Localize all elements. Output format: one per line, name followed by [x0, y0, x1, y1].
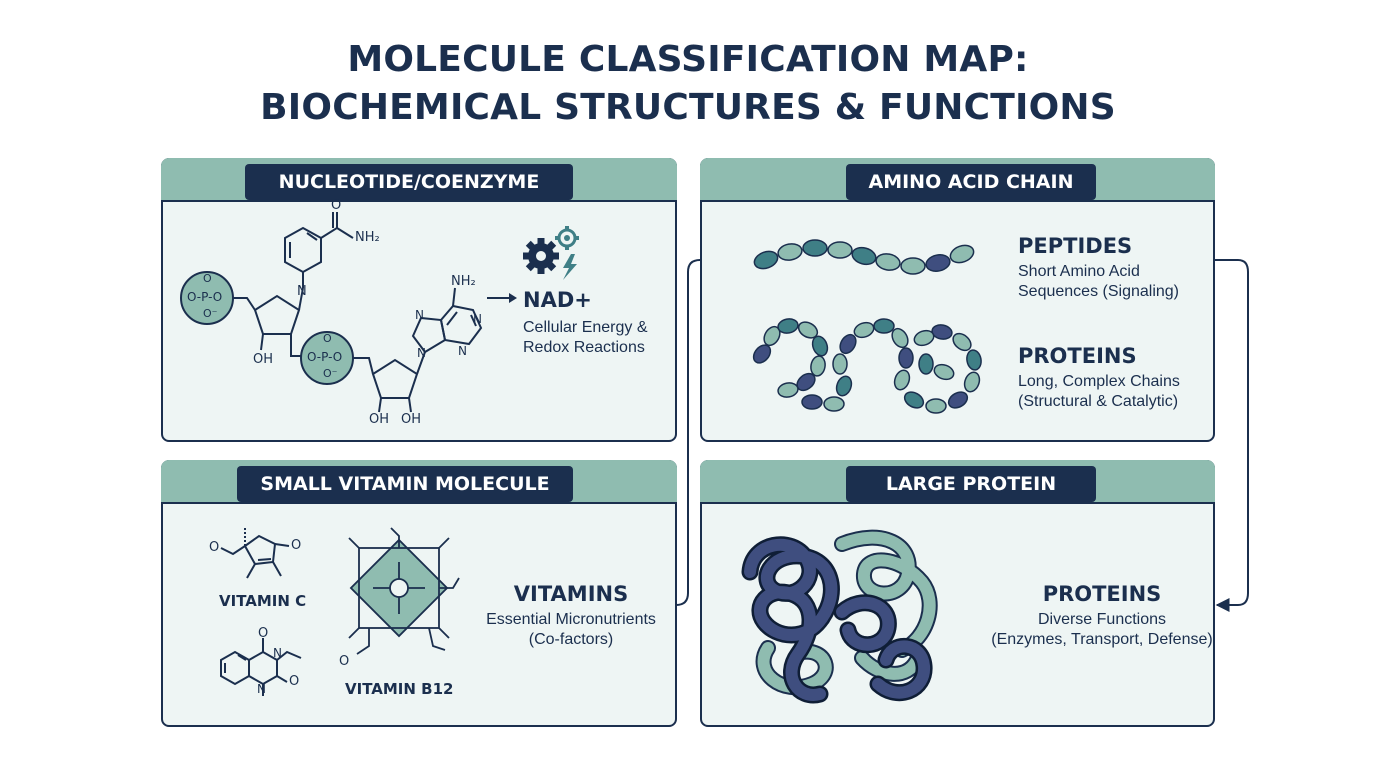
peptides-description-line-2: Sequences (Signaling): [1018, 283, 1179, 300]
chem-label: O: [209, 540, 220, 555]
tab-small-vitamin-molecule: SMALL VITAMIN MOLECULE: [237, 466, 573, 502]
page-title-line-2: BIOCHEMICAL STRUCTURES & FUNCTIONS: [260, 87, 1116, 128]
chem-label: N: [297, 284, 307, 299]
chem-label: N: [415, 308, 424, 322]
arrow-vitamins-to-peptides: [675, 253, 745, 606]
chem-label: O: [331, 198, 342, 213]
chem-label: O⁻: [203, 307, 218, 320]
chem-label: NH₂: [355, 230, 380, 245]
tab-nucleotide-coenzyme: NUCLEOTIDE/COENZYME: [245, 164, 573, 200]
chem-label: O⁻: [323, 367, 338, 380]
vitamins-heading: VITAMINS: [513, 582, 629, 606]
nad-description-line-1: Cellular Energy &: [523, 319, 648, 336]
chem-label: O: [323, 332, 332, 345]
chem-label: O-P-O: [307, 350, 343, 364]
nad-structure-icon: [180, 212, 483, 413]
arrow-peptides-to-large-protein: [1214, 259, 1249, 612]
chem-label: O: [289, 674, 300, 689]
large-protein-icon: [741, 529, 938, 704]
vitamins-description-line-1: Essential Micronutrients: [486, 611, 656, 628]
chem-label: N: [417, 346, 426, 360]
proteins-heading: PROTEINS: [1018, 344, 1137, 368]
arrow-to-nad-icon: [487, 293, 517, 303]
tab-large-protein: LARGE PROTEIN: [846, 466, 1096, 502]
proteins-description-line-1: Long, Complex Chains: [1018, 373, 1180, 390]
chem-label: O: [258, 626, 269, 641]
chem-label: N: [273, 646, 282, 660]
large-proteins-heading: PROTEINS: [1042, 582, 1162, 606]
panel-nucleotide-coenzyme: NUCLEOTIDE/COENZYME: [161, 158, 677, 442]
chem-label: O-P-O: [187, 290, 223, 304]
vitamin-b12-label: VITAMIN B12: [345, 680, 454, 698]
large-proteins-description-line-2: (Enzymes, Transport, Defense): [991, 631, 1213, 648]
gears-energy-icon: [523, 226, 579, 280]
panel-small-vitamin-molecule: SMALL VITAMIN MOLECULE: [161, 460, 677, 727]
panel-large-protein: LARGE PROTEIN: [700, 460, 1215, 727]
chem-label: OH: [401, 412, 422, 427]
nad-description-line-2: Redox Reactions: [523, 339, 645, 356]
peptide-chain-icon: [752, 239, 982, 414]
nad-heading: NAD+: [523, 288, 592, 312]
chem-label: N: [473, 312, 482, 326]
chem-label: N: [458, 344, 467, 358]
vitamins-description-line-2: (Co-factors): [528, 631, 614, 648]
chem-label: O: [203, 272, 212, 285]
chem-label: NH₂: [451, 274, 476, 289]
chem-label: O: [339, 654, 350, 669]
large-proteins-description-line-1: Diverse Functions: [1037, 611, 1167, 628]
chem-label: O: [291, 538, 302, 553]
panel-amino-acid-chain: AMINO ACID CHAIN: [700, 158, 1215, 442]
vitamin-structures-icon: [220, 526, 460, 696]
chem-label: N: [257, 682, 266, 696]
peptides-heading: PEPTIDES: [1018, 234, 1133, 258]
vitamin-c-label: VITAMIN C: [219, 592, 307, 610]
peptides-description-line-1: Short Amino Acid: [1018, 263, 1140, 280]
chem-label: OH: [369, 412, 390, 427]
page-title-line-1: MOLECULE CLASSIFICATION MAP:: [347, 39, 1029, 80]
tab-amino-acid-chain: AMINO ACID CHAIN: [846, 164, 1096, 200]
proteins-description-line-2: (Structural & Catalytic): [1018, 393, 1179, 410]
chem-label: OH: [253, 352, 274, 367]
